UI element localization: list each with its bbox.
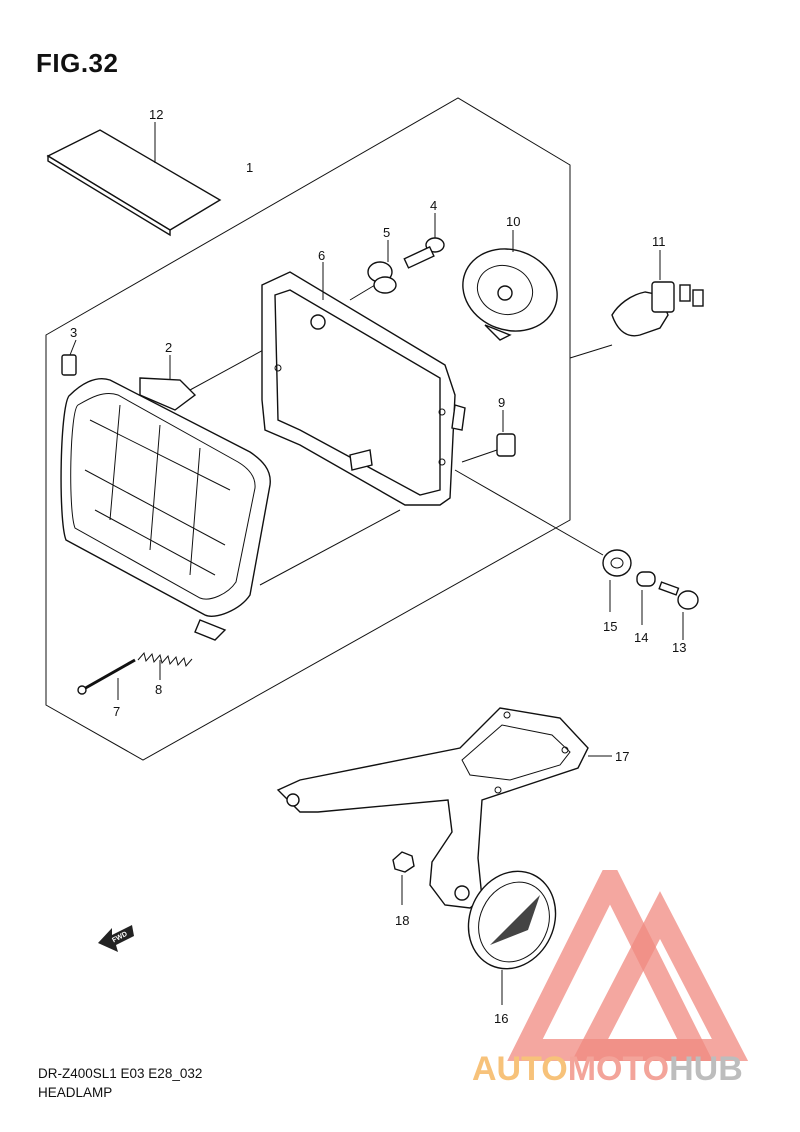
callout-16: 16: [494, 1011, 508, 1026]
callout-8: 8: [155, 682, 162, 697]
callout-15: 15: [603, 619, 617, 634]
part-12-label-plate: [46, 122, 222, 237]
part-7-adjusting-screw: [77, 658, 136, 700]
callout-17: 17: [615, 749, 629, 764]
part-10-socket-cover: [462, 230, 558, 341]
part-8-spring: [137, 651, 193, 680]
callout-12: 12: [149, 107, 163, 122]
watermark-moto: MOTO: [567, 1050, 670, 1088]
part-14-collar: [636, 571, 656, 625]
callout-6: 6: [318, 248, 325, 263]
model-code: DR-Z400SL1 E03 E28_032: [38, 1066, 203, 1081]
part-9-clip: [461, 410, 516, 463]
callout-4: 4: [430, 198, 437, 213]
callout-7: 7: [113, 704, 120, 719]
callout-13: 13: [672, 640, 686, 655]
callout-5: 5: [383, 225, 390, 240]
watermark-auto: AUTO: [472, 1050, 568, 1088]
part-18-nut: [392, 851, 415, 905]
section-name: HEADLAMP: [38, 1085, 113, 1100]
watermark-logo-icon: [507, 870, 749, 1061]
watermark-brand: AUTOMOTOHUB: [472, 1050, 743, 1089]
callout-18: 18: [395, 913, 409, 928]
callout-14: 14: [634, 630, 648, 645]
part-2-headlamp-unit: [60, 329, 401, 641]
fwd-direction-arrow: FWD: [98, 925, 134, 952]
part-6-headlamp-frame: [261, 262, 466, 506]
part-13-bolt: [658, 581, 699, 640]
part-4-screw: [403, 213, 445, 269]
part-5-grommet: [367, 240, 397, 294]
part-3-clip-nut: [61, 339, 77, 376]
callout-9: 9: [498, 395, 505, 410]
diagram-footer: DR-Z400SL1 E03 E28_032 HEADLAMP: [38, 1064, 202, 1102]
callout-11: 11: [652, 234, 666, 249]
watermark-hub: HUB: [669, 1050, 743, 1088]
part-17-bracket: [276, 707, 612, 909]
assembly-frame: [45, 97, 571, 761]
callout-10: 10: [506, 214, 520, 229]
part-11-bulb: [569, 250, 704, 359]
part-15-cushion: [454, 469, 632, 612]
callout-2: 2: [165, 340, 172, 355]
figure-title: FIG.32: [36, 48, 119, 78]
callout-1: 1: [246, 160, 253, 175]
part-16-reflector: [467, 870, 557, 1005]
callout-3: 3: [70, 325, 77, 340]
